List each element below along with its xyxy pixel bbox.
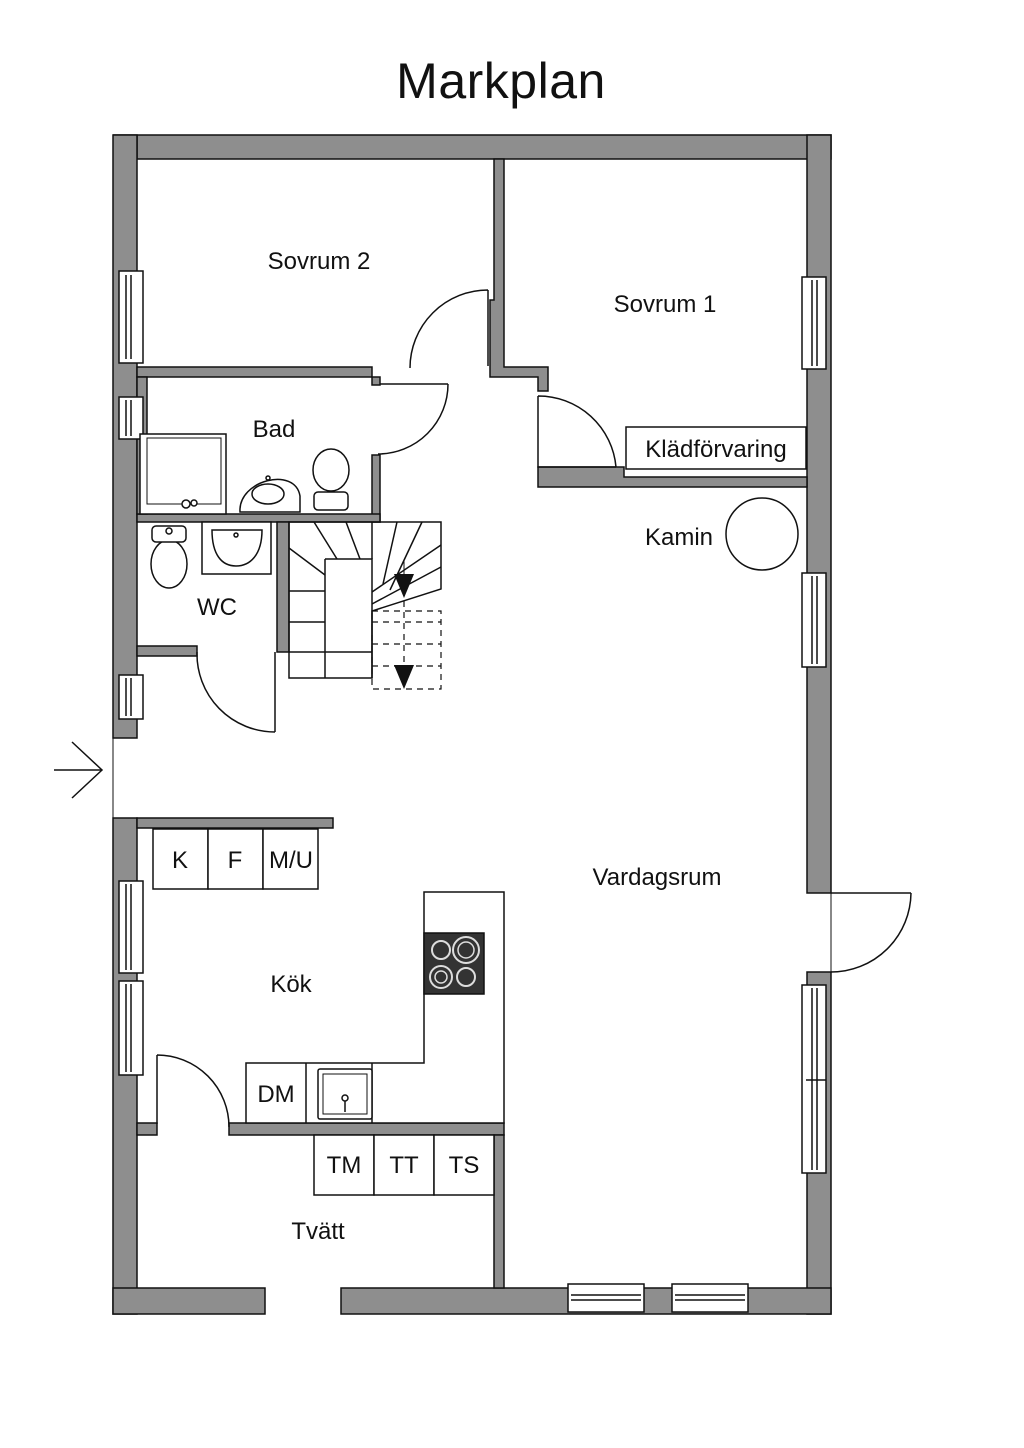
- room-label-kok: Kök: [270, 971, 312, 998]
- windows: [118, 270, 827, 1313]
- unit-tt: [373, 1134, 435, 1196]
- wall-kitchen-top: [136, 817, 334, 829]
- unit-ts: [433, 1134, 495, 1196]
- room-label-kamin: Kamin: [644, 524, 714, 551]
- fixture-label-tt: TT: [389, 1152, 419, 1179]
- wall-kitchen-left-stub: [136, 1122, 158, 1136]
- window-sovrum1: [801, 276, 827, 370]
- doors: [156, 289, 912, 1128]
- entrance-arrow-icon: [54, 738, 114, 818]
- door-wc: [196, 651, 276, 733]
- fixture-label-f: F: [227, 847, 243, 874]
- bath-fixtures: [139, 433, 350, 589]
- fixture-label-mu: M/U: [269, 847, 313, 874]
- room-label-tvatt: Tvätt: [291, 1218, 345, 1245]
- stairs-arrow-icon: [394, 574, 414, 598]
- outer-wall-right: [806, 134, 832, 894]
- stove-icon: [423, 932, 485, 995]
- fixture-label-k: K: [171, 847, 189, 874]
- door-terrass: [830, 892, 912, 973]
- staircase: [288, 521, 442, 679]
- kamin-icon: [725, 497, 799, 571]
- wall-wc-bottom: [136, 645, 198, 657]
- door-sovrum2: [409, 289, 489, 369]
- window-bottom-1: [567, 1283, 645, 1313]
- wall-bath-bottom: [136, 513, 381, 523]
- wall-kladforvaring: [537, 466, 808, 488]
- wall-laundry-right: [493, 1134, 505, 1289]
- kladforvaring-box: [625, 426, 807, 470]
- window-bottom-2: [671, 1283, 749, 1313]
- wall-bath-top-right: [371, 376, 381, 386]
- room-label-bad: Bad: [252, 416, 296, 443]
- toilet-bad-icon: [312, 448, 350, 492]
- wall-bedroom2-bath: [136, 366, 373, 378]
- door-bad: [377, 383, 449, 455]
- room-label-kladforvaring: Klädförvaring: [645, 436, 787, 463]
- room-label-sovrum2: Sovrum 2: [267, 248, 371, 275]
- wall-between-bedrooms: [489, 158, 549, 392]
- room-label-wc: WC: [197, 594, 237, 621]
- outer-wall-top: [113, 134, 832, 160]
- door-kok: [156, 1054, 230, 1128]
- door-sovrum1: [537, 395, 617, 468]
- wall-bath-right: [371, 454, 381, 523]
- room-label-sovrum1: Sovrum 1: [613, 291, 717, 318]
- unit-f: [207, 828, 264, 890]
- wall-kitchen-laundry: [228, 1122, 505, 1136]
- laundry-units: [313, 1134, 495, 1196]
- room-label-vardagsrum: Vardagsrum: [592, 864, 722, 891]
- window-vardagsrum-1: [801, 572, 827, 668]
- fixture-label-dm: DM: [257, 1081, 295, 1108]
- sink-icon: [317, 1068, 373, 1120]
- fixture-label-ts: TS: [448, 1152, 480, 1179]
- window-vardagsrum-2: [801, 984, 827, 1174]
- stairs-arrow-icon-2: [394, 665, 414, 689]
- unit-k: [152, 828, 209, 890]
- fixture-label-tm: TM: [326, 1152, 362, 1179]
- outer-wall-bottom-left: [112, 1287, 266, 1315]
- unit-mu: [262, 828, 319, 890]
- unit-tm: [313, 1134, 375, 1196]
- toilet-wc-icon: [150, 539, 188, 589]
- page-title: Markplan: [396, 53, 606, 109]
- wall-wc-right: [276, 521, 290, 653]
